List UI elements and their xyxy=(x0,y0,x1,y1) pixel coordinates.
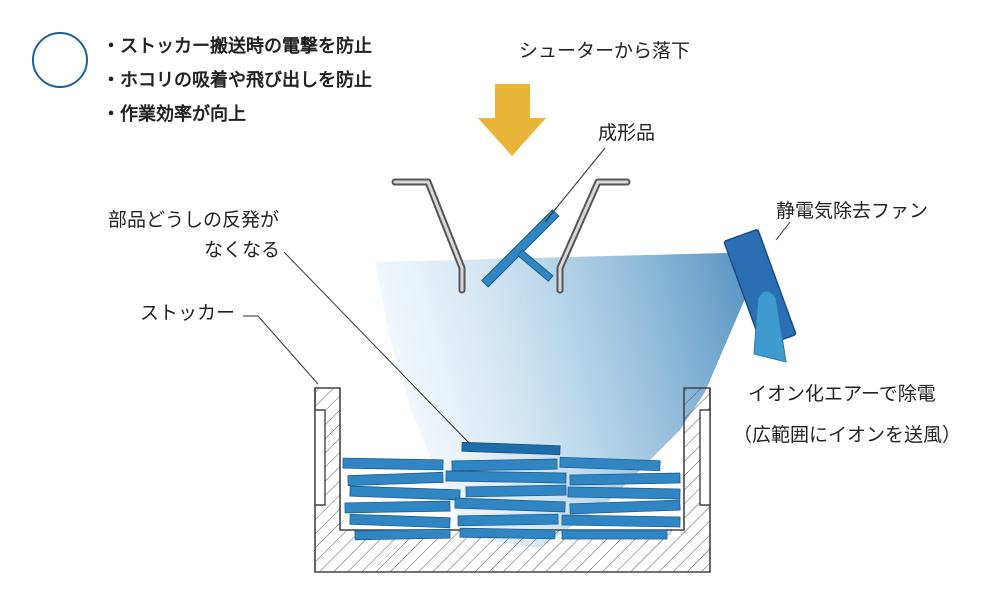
benefit-item: ・ストッカー搬送時の電撃を防止 xyxy=(102,36,372,57)
fan-label: 静電気除去ファン xyxy=(776,200,929,222)
benefit-item: ・ホコリの吸着や飛び出しを防止 xyxy=(102,70,372,91)
stocker-label: ストッカー xyxy=(140,302,236,324)
molded-part xyxy=(481,209,560,288)
floating-part xyxy=(461,441,561,456)
destatic-fan xyxy=(723,229,797,363)
benefits-list: ・ストッカー搬送時の電撃を防止 ・ホコリの吸着や飛び出しを防止 ・作業効率が向上 xyxy=(102,30,372,132)
ion-label-line2: （広範囲にイオンを送風） xyxy=(733,424,962,446)
molded-part-label: 成形品 xyxy=(598,122,656,144)
benefit-item: ・作業効率が向上 xyxy=(102,104,246,125)
chute-label: シューターから落下 xyxy=(519,40,691,62)
leader-lines xyxy=(243,147,791,445)
repulsion-label-line1: 部品どうしの反発が xyxy=(108,209,280,231)
repulsion-label-line2: なくなる xyxy=(204,239,281,261)
drop-arrow-icon xyxy=(478,84,546,156)
ok-circle-icon xyxy=(32,32,88,88)
ion-label-line1: イオン化エアーで除電 xyxy=(748,383,936,405)
stacked-parts xyxy=(342,456,681,541)
